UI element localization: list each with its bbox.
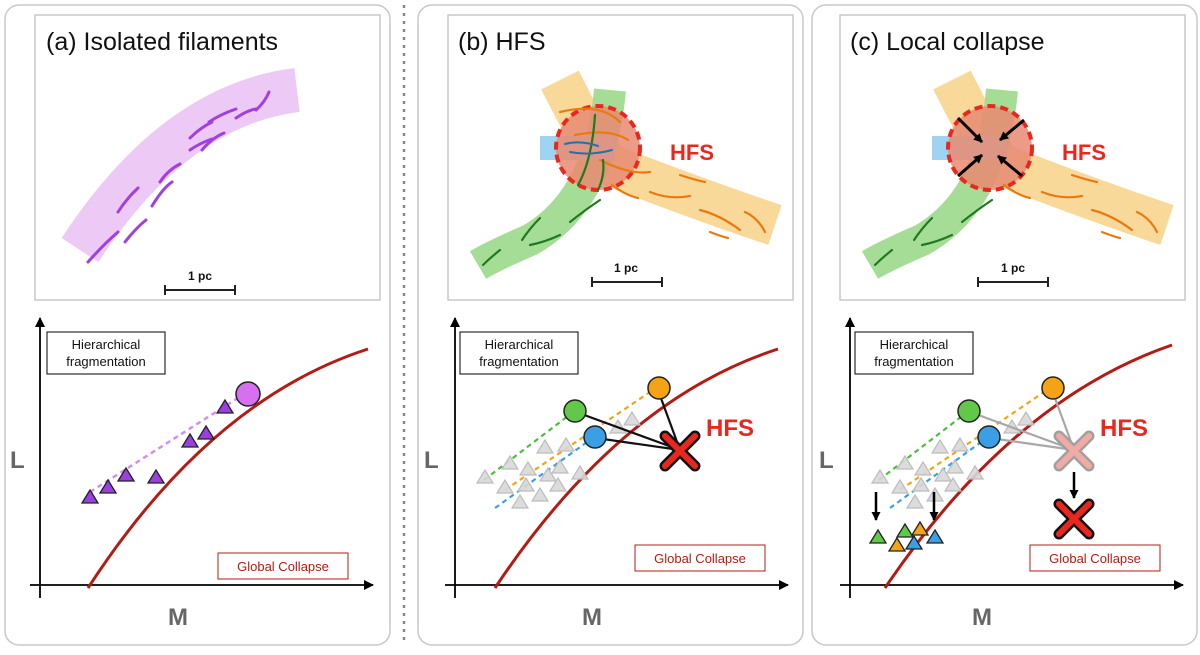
fragmentation-label-line1: Hierarchical — [880, 337, 949, 352]
hfs-hub-label: HFS — [670, 140, 714, 165]
blue-circle — [977, 425, 1001, 449]
collapse-arrows — [956, 116, 1025, 178]
green-circle — [563, 399, 587, 423]
hfs-cross-marker — [1053, 498, 1095, 540]
fragmentation-label-line1: Hierarchical — [72, 337, 141, 352]
x-axis-label: M — [168, 604, 188, 631]
green-fibers — [481, 113, 605, 267]
purple-circle — [235, 381, 261, 407]
orange-fibers — [1002, 173, 1159, 240]
purple-triangles — [80, 398, 235, 504]
hfs-hub — [554, 104, 642, 192]
faded-triangles — [475, 410, 642, 509]
y-axis-label: L — [819, 447, 834, 474]
arrow-icon — [999, 118, 1025, 142]
global-collapse-box — [634, 544, 766, 572]
fragmentation-box — [854, 331, 974, 375]
global-collapse-label: Global Collapse — [1049, 551, 1141, 566]
global-collapse-label: Global Collapse — [237, 559, 329, 574]
fragmentation-box — [46, 331, 166, 375]
plot-hfs-label: HFS — [706, 415, 754, 442]
collapsed-triangles — [868, 520, 945, 552]
panel-b: (b) HFS HFS — [424, 14, 794, 631]
faded-triangles — [870, 410, 1036, 509]
triangle-marker — [146, 468, 166, 484]
blue-circle — [583, 425, 607, 449]
global-collapse-curve — [493, 347, 779, 589]
triangle-marker — [180, 432, 200, 448]
fragmentation-label-line1: Hierarchical — [485, 337, 554, 352]
global-collapse-box — [1029, 544, 1161, 572]
triangle-marker — [895, 522, 915, 538]
triangle-marker — [868, 528, 888, 544]
triangle-marker — [925, 528, 945, 544]
triangle-marker — [215, 398, 235, 414]
green-dashed-link — [878, 412, 967, 481]
arrow-icon — [957, 153, 983, 178]
panel-a-title: (a) Isolated filaments — [46, 28, 278, 56]
hfs-hub-label: HFS — [1062, 140, 1106, 165]
green-fibers — [873, 198, 994, 267]
y-axis-label: L — [10, 447, 25, 474]
triangle-marker — [904, 534, 924, 550]
triangle-marker — [196, 424, 216, 440]
hfs-cross-marker — [659, 430, 701, 472]
y-axis-label: L — [424, 447, 439, 474]
fragmentation-label-line2: fragmentation — [66, 354, 146, 369]
orange-circle — [647, 376, 671, 400]
panel-b-title: (b) HFS — [458, 28, 546, 56]
panel-c: (c) Local collapse HFS 1 pc — [819, 14, 1186, 631]
fragmentation-box — [459, 331, 579, 375]
arrow-icon — [956, 116, 984, 144]
scale-bar-label: 1 pc — [1001, 261, 1025, 275]
panel-a-sketch-box — [34, 14, 381, 301]
triangle-marker — [887, 536, 907, 552]
arrow-icon — [997, 154, 1023, 178]
fragmentation-label-line2: fragmentation — [479, 354, 559, 369]
global-collapse-box — [217, 552, 349, 580]
triangle-marker — [910, 520, 930, 536]
triangle-marker — [98, 478, 118, 494]
green-circle — [957, 399, 981, 423]
faded-cross-marker — [1053, 430, 1095, 472]
panel-c-title: (c) Local collapse — [850, 28, 1045, 56]
triangle-marker — [80, 488, 100, 504]
triangle-marker — [116, 466, 136, 482]
green-dashed-link — [483, 412, 573, 481]
global-collapse-curve — [86, 347, 369, 589]
blue-dashed-link — [889, 439, 985, 509]
blue-dashed-link — [494, 439, 591, 509]
fragmentation-label-line2: fragmentation — [874, 354, 954, 369]
orange-fibers — [558, 107, 767, 240]
scale-bar-label: 1 pc — [614, 261, 638, 275]
global-collapse-label: Global Collapse — [654, 551, 746, 566]
panel-a: (a) Isolated filaments 1 pc L M Hierarch… — [10, 14, 381, 631]
x-axis-label: M — [972, 604, 992, 631]
purple-dashed-link — [89, 396, 239, 494]
plot-hfs-label: HFS — [1100, 415, 1148, 442]
purple-fibers — [86, 90, 271, 264]
orange-circle — [1041, 376, 1065, 400]
x-axis-label: M — [582, 604, 602, 631]
scale-bar-label: 1 pc — [188, 269, 212, 283]
blue-fibers — [564, 141, 613, 155]
